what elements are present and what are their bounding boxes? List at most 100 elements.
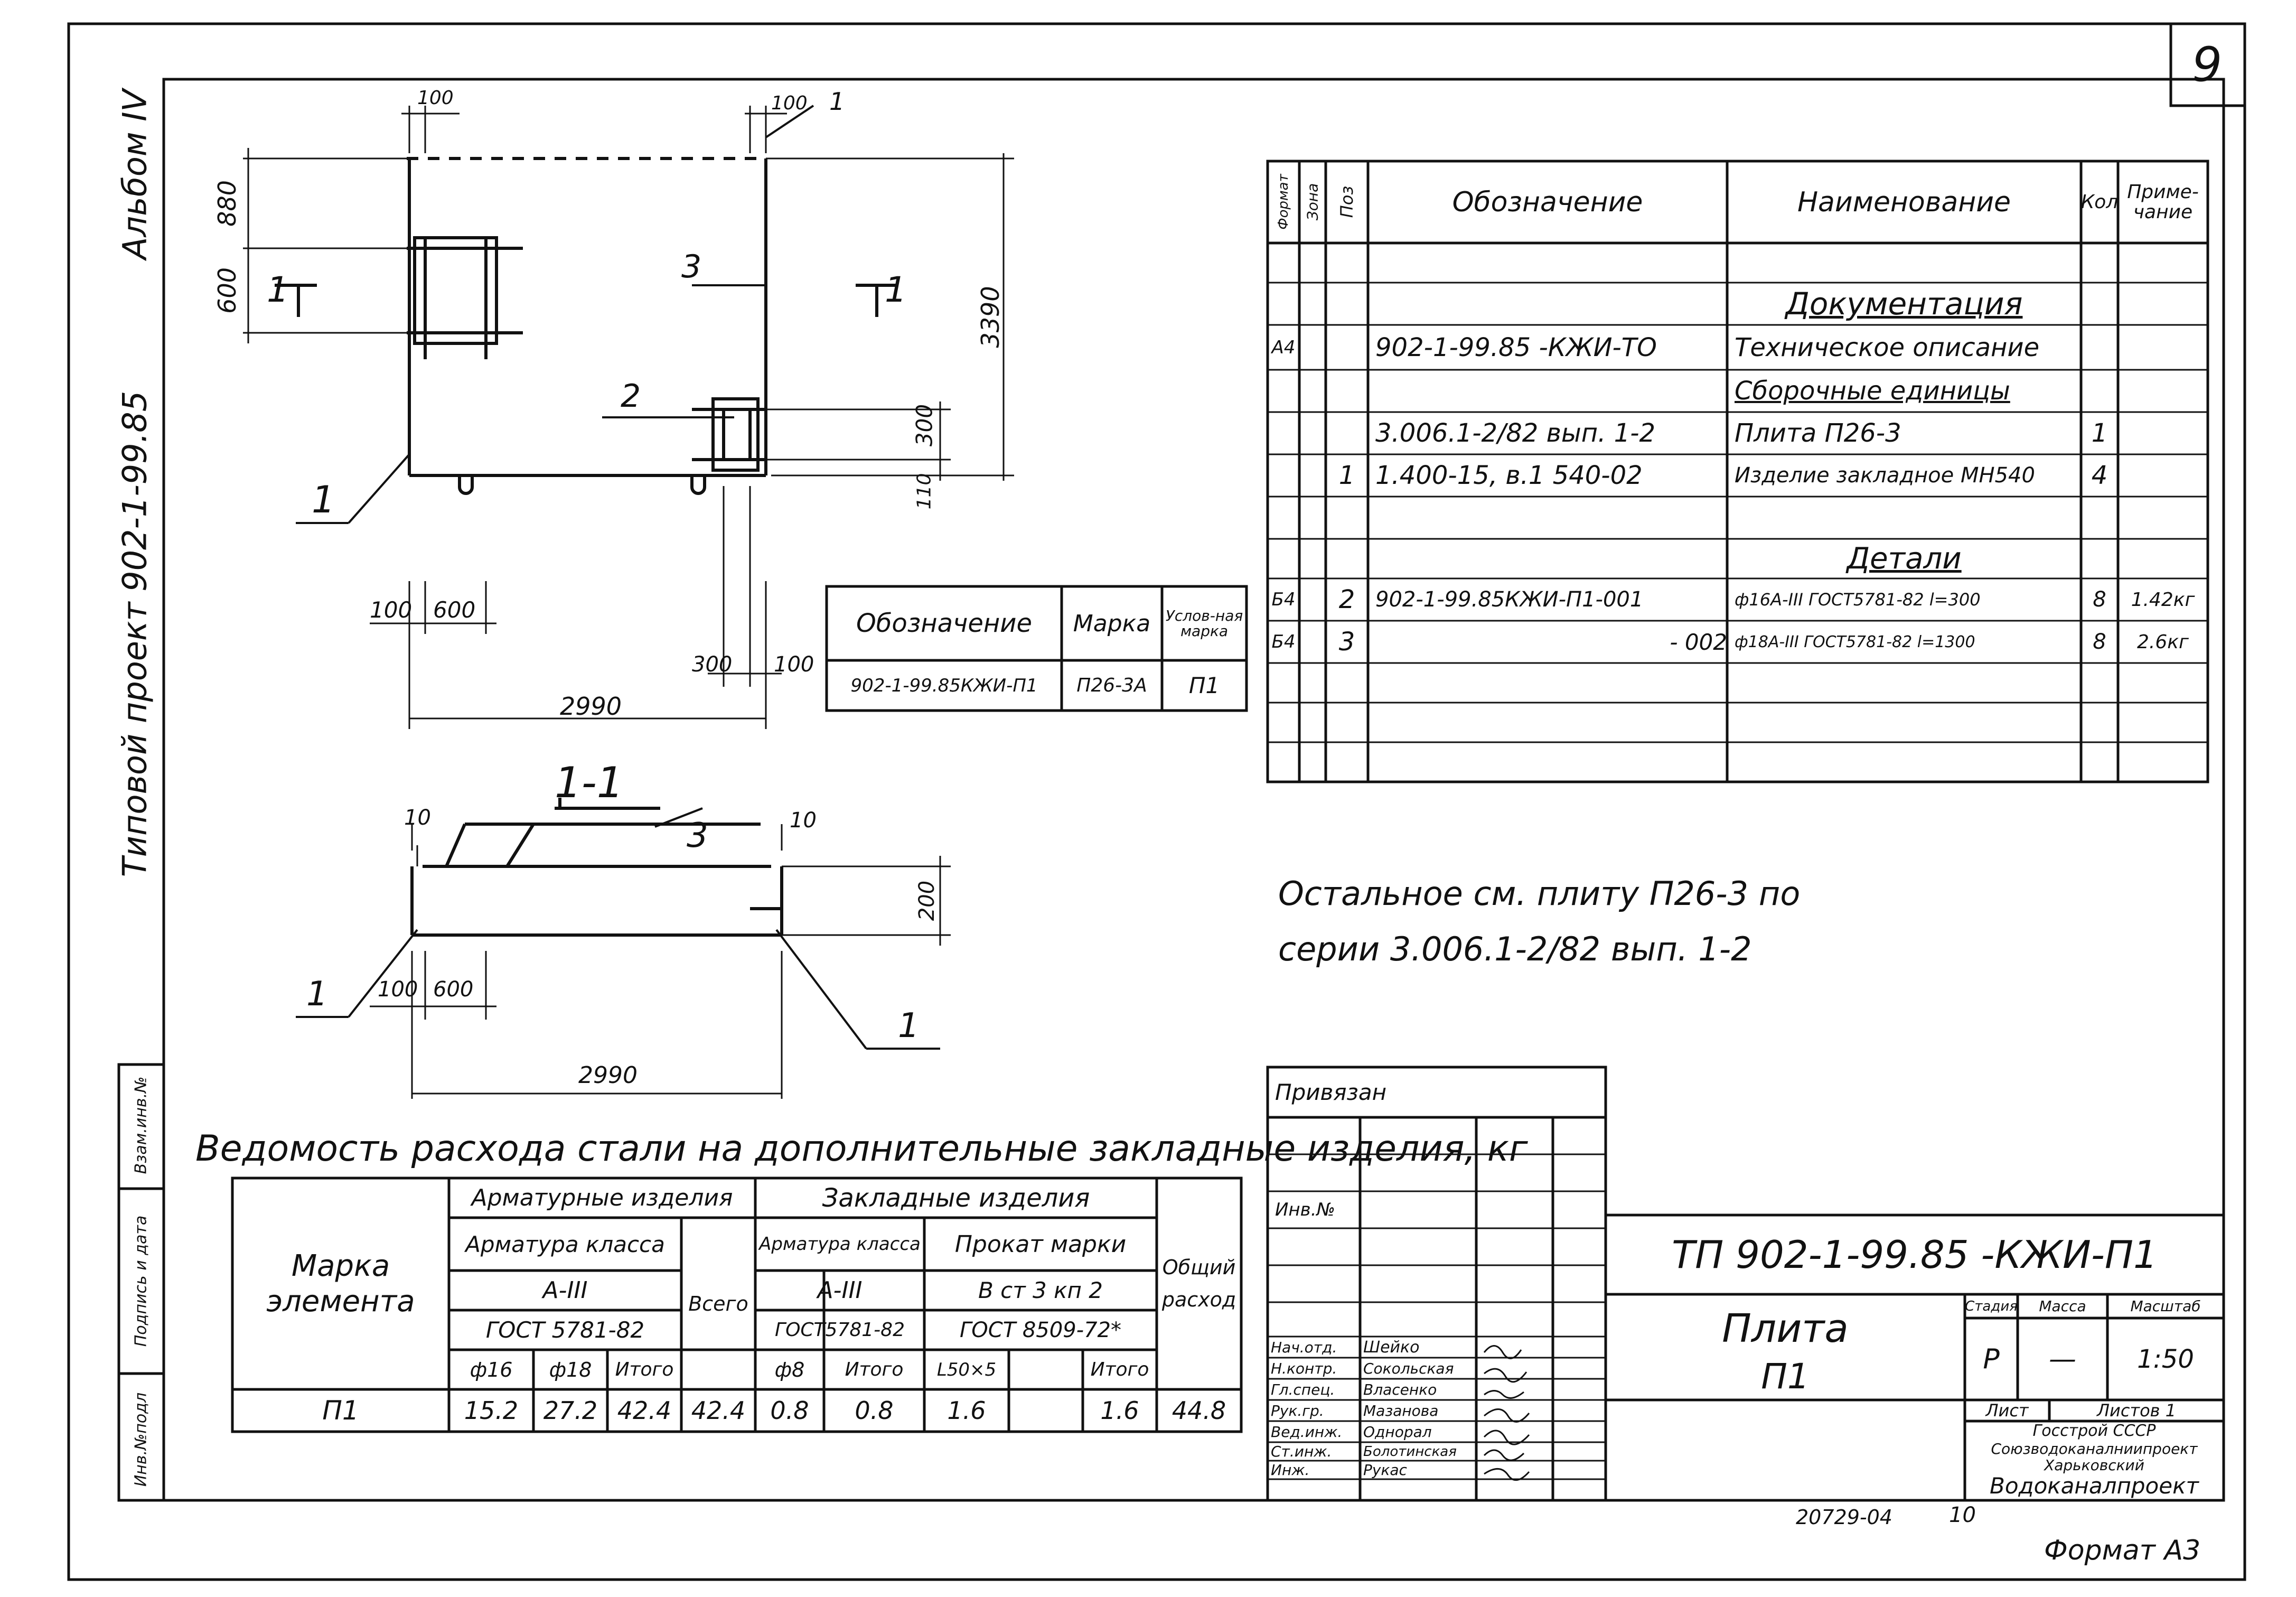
plan-dim-100-bottom: 100: [370, 597, 413, 623]
plan-leader-1b: 1: [829, 87, 845, 116]
title-mass-header: Масса: [2039, 1297, 2086, 1315]
bottom-code-2: 10: [1949, 1503, 1976, 1527]
spec-r7-qty: 8: [2093, 587, 2106, 612]
section-dim-10-right: 10: [790, 808, 817, 833]
steel-row-total1: 42.4: [617, 1396, 672, 1425]
steel-sub-d18: ф18: [549, 1358, 592, 1381]
note-line-2: серии 3.006.1-2/82 вып. 1-2: [1278, 930, 1752, 968]
plan-leader-1a: 1: [312, 478, 335, 521]
outer-frame: [67, 22, 2246, 1581]
role-2: Гл.спец.: [1271, 1380, 1335, 1398]
title-code: ТП 902-1-99.85 -КЖИ-П1: [1672, 1232, 2158, 1277]
spec-table-grid: [1266, 160, 2209, 783]
plan-dim-2990: 2990: [560, 692, 622, 721]
mark-cell-mark: П26-3А: [1076, 675, 1147, 696]
steel-th-gost2: ГОСТ5781-82: [775, 1319, 905, 1341]
spec-section-details: Детали: [1847, 541, 1962, 576]
steel-th-embedded: Закладные изделия: [822, 1183, 1090, 1213]
role-name-5: Болотинская: [1363, 1443, 1457, 1460]
role-6: Инж.: [1271, 1461, 1310, 1479]
spec-r4-pos: 1: [1338, 461, 1355, 490]
note-line-1: Остальное см. плиту П26-3 по: [1278, 874, 1801, 913]
title-org-1: Госстрой СССР: [2032, 1421, 2156, 1440]
steel-th-mark: Марка элемента: [266, 1248, 415, 1319]
steel-th-a3: А-III: [542, 1277, 588, 1304]
format-label: Формат А3: [2044, 1535, 2201, 1566]
section-dim-2990: 2990: [578, 1062, 638, 1089]
steel-row-d16: 15.2: [464, 1396, 519, 1425]
sheet-number: 9: [2192, 37, 2223, 92]
spec-r1-designation: 902-1-99.85 -КЖИ-ТО: [1375, 332, 1657, 362]
steel-th-rebar-class: Арматура класса: [465, 1231, 665, 1257]
spec-r8-format: Б4: [1271, 631, 1296, 652]
section-dim-100: 100: [378, 977, 418, 1002]
title-scale-header: Масштаб: [2130, 1297, 2201, 1315]
title-name-2: П1: [1761, 1356, 1810, 1397]
spec-r7-designation: 902-1-99.85КЖИ-П1-001: [1375, 587, 1644, 612]
section-view: [296, 798, 951, 1099]
plan-section-mark-right: 1: [885, 269, 907, 310]
spec-r4-designation: 1.400-15, в.1 540-02: [1375, 461, 1643, 490]
steel-th-total: Всего: [688, 1292, 748, 1315]
spec-r7-format: Б4: [1271, 589, 1296, 610]
steel-row-d8: 0.8: [770, 1396, 809, 1425]
spec-r7-pos: 2: [1338, 585, 1355, 614]
plan-dim-100-left: 100: [417, 87, 454, 109]
title-sheets: Листов 1: [2096, 1400, 2177, 1421]
mark-th-designation: Обозначение: [856, 609, 1033, 638]
steel-row-total3: 1.6: [1100, 1396, 1139, 1425]
plan-leader-3: 3: [681, 248, 702, 285]
steel-th-rebar-products: Арматурные изделия: [471, 1184, 733, 1211]
spec-th-qty: Кол: [2081, 191, 2118, 213]
steel-row-total: 42.4: [691, 1396, 746, 1425]
steel-row-total2: 0.8: [855, 1396, 894, 1425]
role-0: Нач.отд.: [1271, 1338, 1337, 1356]
mark-cell-conventional: П1: [1188, 673, 1220, 698]
bottom-code-1: 20729-04: [1796, 1506, 1892, 1529]
spec-r8-name: ф18А-III ГОСТ5781-82 l=1300: [1735, 632, 1975, 651]
spec-r8-qty: 8: [2093, 630, 2106, 654]
steel-row-overall: 44.8: [1172, 1396, 1226, 1425]
plan-dim-100-bottom-right: 100: [774, 652, 814, 677]
plan-section-mark-left: 1: [267, 269, 289, 310]
steel-th-a3b: А-III: [817, 1277, 863, 1304]
plan-dim-600-bottom: 600: [433, 597, 476, 623]
section-leader-1-right: 1: [898, 1006, 920, 1045]
steel-sub-total3: Итого: [1090, 1359, 1149, 1380]
mark-th-mark: Марка: [1073, 610, 1151, 637]
spec-th-name: Наименование: [1797, 186, 2011, 218]
spec-r3-name: Плита П26-3: [1735, 418, 1901, 448]
role-name-0: Шейко: [1363, 1338, 1420, 1357]
section-dim-10-left: 10: [404, 806, 431, 830]
role-name-2: Власенко: [1363, 1380, 1437, 1398]
spec-r8-note: 2.6кг: [2137, 631, 2189, 653]
steel-row-d18: 27.2: [543, 1396, 598, 1425]
spec-r7-name: ф16А-III ГОСТ5781-82 l=300: [1735, 590, 1981, 610]
role-5: Ст.инж.: [1271, 1443, 1332, 1460]
title-mass: —: [2049, 1343, 2076, 1375]
spec-r4-qty: 4: [2091, 461, 2108, 490]
role-name-6: Рукас: [1363, 1461, 1407, 1479]
steel-row-angle: 1.6: [947, 1396, 986, 1425]
title-name-1: Плита: [1722, 1306, 1849, 1351]
role-3: Рук.гр.: [1271, 1402, 1324, 1419]
spec-r1-format: А4: [1271, 337, 1296, 358]
steel-th-gost3: ГОСТ 8509-72*: [960, 1318, 1121, 1342]
spec-r1-name: Техническое описание: [1735, 332, 2040, 362]
steel-sub-d16: ф16: [470, 1358, 513, 1381]
steel-th-steel: В ст 3 кп 2: [978, 1277, 1103, 1303]
mark-cell-designation: 902-1-99.85КЖИ-П1: [850, 675, 1038, 696]
mark-th-conventional: Услов-ная марка: [1165, 606, 1243, 640]
steel-title: Ведомость расхода стали на дополнительны…: [195, 1128, 1528, 1170]
spec-r7-note: 1.42кг: [2131, 589, 2195, 611]
role-name-4: Однорал: [1363, 1423, 1432, 1441]
spec-r4-name: Изделие закладное МН540: [1735, 463, 2035, 488]
section-title: 1-1: [555, 758, 624, 807]
steel-table-grid: [231, 1176, 1243, 1433]
plan-view: [243, 105, 1014, 729]
steel-th-gost1: ГОСТ 5781-82: [485, 1317, 645, 1343]
side-stamp-strip: [117, 1063, 165, 1502]
role-name-3: Мазанова: [1363, 1402, 1439, 1419]
